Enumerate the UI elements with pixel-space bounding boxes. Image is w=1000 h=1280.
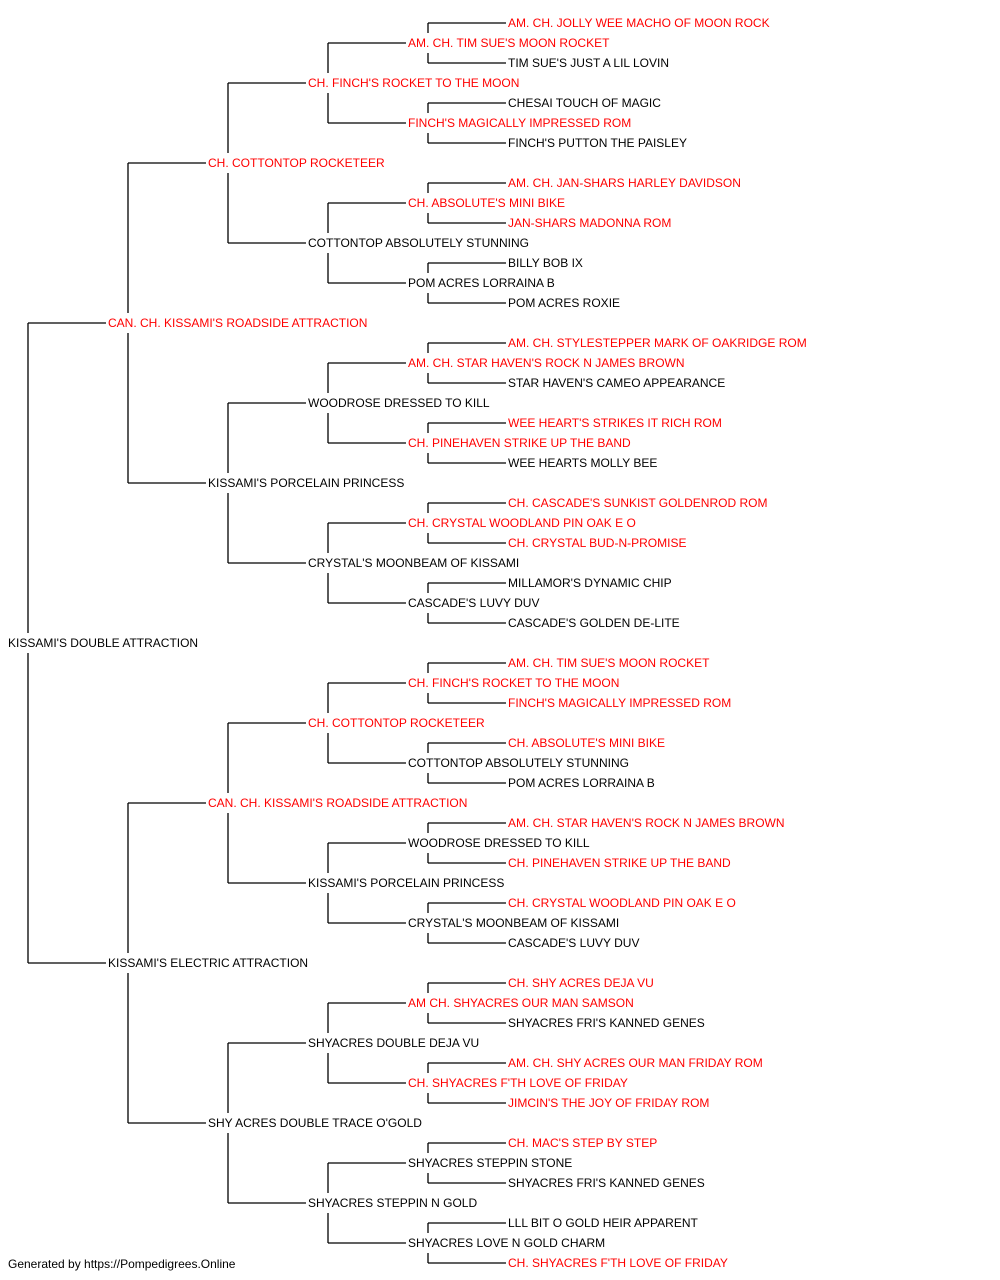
ancestor-name: CHESAI TOUCH OF MAGIC bbox=[508, 96, 661, 110]
champion-ancestor-name: CH. FINCH'S ROCKET TO THE MOON bbox=[408, 676, 619, 690]
ancestor-name: FINCH'S PUTTON THE PAISLEY bbox=[508, 136, 687, 150]
champion-ancestor-name: CH. CRYSTAL WOODLAND PIN OAK E O bbox=[508, 896, 736, 910]
champion-ancestor-name: AM. CH. STAR HAVEN'S ROCK N JAMES BROWN bbox=[508, 816, 785, 830]
ancestor-name: SHYACRES DOUBLE DEJA VU bbox=[308, 1036, 479, 1050]
ancestor-name: POM ACRES LORRAINA B bbox=[508, 776, 655, 790]
champion-ancestor-name: AM. CH. JOLLY WEE MACHO OF MOON ROCK bbox=[508, 16, 770, 30]
ancestor-name: COTTONTOP ABSOLUTELY STUNNING bbox=[308, 236, 529, 250]
champion-ancestor-name: CH. COTTONTOP ROCKETEER bbox=[208, 156, 385, 170]
ancestor-name: SHY ACRES DOUBLE TRACE O'GOLD bbox=[208, 1116, 422, 1130]
ancestor-name: WOODROSE DRESSED TO KILL bbox=[408, 836, 590, 850]
champion-ancestor-name: AM. CH. JAN-SHARS HARLEY DAVIDSON bbox=[508, 176, 741, 190]
champion-ancestor-name: CH. COTTONTOP ROCKETEER bbox=[308, 716, 485, 730]
ancestor-name: SHYACRES STEPPIN N GOLD bbox=[308, 1196, 477, 1210]
champion-ancestor-name: CAN. CH. KISSAMI'S ROADSIDE ATTRACTION bbox=[108, 316, 367, 330]
champion-ancestor-name: CAN. CH. KISSAMI'S ROADSIDE ATTRACTION bbox=[208, 796, 467, 810]
champion-ancestor-name: FINCH'S MAGICALLY IMPRESSED ROM bbox=[408, 116, 631, 130]
champion-ancestor-name: CH. ABSOLUTE'S MINI BIKE bbox=[408, 196, 565, 210]
champion-ancestor-name: WEE HEART'S STRIKES IT RICH ROM bbox=[508, 416, 722, 430]
champion-ancestor-name: CH. CRYSTAL BUD-N-PROMISE bbox=[508, 536, 686, 550]
footer-generated-by: Generated by https://Pompedigrees.Online bbox=[8, 1257, 236, 1271]
champion-ancestor-name: CH. SHYACRES F'TH LOVE OF FRIDAY bbox=[408, 1076, 628, 1090]
ancestor-name: WEE HEARTS MOLLY BEE bbox=[508, 456, 657, 470]
ancestor-name: KISSAMI'S PORCELAIN PRINCESS bbox=[308, 876, 504, 890]
champion-ancestor-name: CH. PINEHAVEN STRIKE UP THE BAND bbox=[408, 436, 631, 450]
champion-ancestor-name: JAN-SHARS MADONNA ROM bbox=[508, 216, 671, 230]
ancestor-name: POM ACRES ROXIE bbox=[508, 296, 620, 310]
ancestor-name: KISSAMI'S PORCELAIN PRINCESS bbox=[208, 476, 404, 490]
ancestor-name: SHYACRES FRI'S KANNED GENES bbox=[508, 1016, 705, 1030]
ancestor-name: LLL BIT O GOLD HEIR APPARENT bbox=[508, 1216, 699, 1230]
champion-ancestor-name: AM. CH. STAR HAVEN'S ROCK N JAMES BROWN bbox=[408, 356, 685, 370]
champion-ancestor-name: CH. SHY ACRES DEJA VU bbox=[508, 976, 654, 990]
champion-ancestor-name: CH. SHYACRES F'TH LOVE OF FRIDAY bbox=[508, 1256, 728, 1270]
champion-ancestor-name: AM. CH. TIM SUE'S MOON ROCKET bbox=[408, 36, 610, 50]
subject-dog-name: KISSAMI'S DOUBLE ATTRACTION bbox=[8, 636, 198, 650]
champion-ancestor-name: AM. CH. SHY ACRES OUR MAN FRIDAY ROM bbox=[508, 1056, 763, 1070]
ancestor-name: POM ACRES LORRAINA B bbox=[408, 276, 555, 290]
ancestor-name: SHYACRES FRI'S KANNED GENES bbox=[508, 1176, 705, 1190]
champion-ancestor-name: CH. MAC'S STEP BY STEP bbox=[508, 1136, 657, 1150]
ancestor-name: CASCADE'S GOLDEN DE-LITE bbox=[508, 616, 680, 630]
ancestor-name: SHYACRES STEPPIN STONE bbox=[408, 1156, 572, 1170]
ancestor-name: SHYACRES LOVE N GOLD CHARM bbox=[408, 1236, 605, 1250]
ancestor-name: CASCADE'S LUVY DUV bbox=[508, 936, 639, 950]
ancestor-name: MILLAMOR'S DYNAMIC CHIP bbox=[508, 576, 672, 590]
ancestor-name: TIM SUE'S JUST A LIL LOVIN bbox=[508, 56, 669, 70]
ancestor-name: CRYSTAL'S MOONBEAM OF KISSAMI bbox=[408, 916, 619, 930]
ancestor-name: BILLY BOB IX bbox=[508, 256, 583, 270]
ancestor-name: COTTONTOP ABSOLUTELY STUNNING bbox=[408, 756, 629, 770]
ancestor-name: STAR HAVEN'S CAMEO APPEARANCE bbox=[508, 376, 725, 390]
champion-ancestor-name: AM. CH. STYLESTEPPER MARK OF OAKRIDGE RO… bbox=[508, 336, 807, 350]
ancestor-name: WOODROSE DRESSED TO KILL bbox=[308, 396, 490, 410]
champion-ancestor-name: JIMCIN'S THE JOY OF FRIDAY ROM bbox=[508, 1096, 709, 1110]
champion-ancestor-name: FINCH'S MAGICALLY IMPRESSED ROM bbox=[508, 696, 731, 710]
champion-ancestor-name: AM CH. SHYACRES OUR MAN SAMSON bbox=[408, 996, 634, 1010]
ancestor-name: CASCADE'S LUVY DUV bbox=[408, 596, 539, 610]
champion-ancestor-name: CH. CRYSTAL WOODLAND PIN OAK E O bbox=[408, 516, 636, 530]
champion-ancestor-name: CH. CASCADE'S SUNKIST GOLDENROD ROM bbox=[508, 496, 767, 510]
ancestor-name: CRYSTAL'S MOONBEAM OF KISSAMI bbox=[308, 556, 519, 570]
ancestor-name: KISSAMI'S ELECTRIC ATTRACTION bbox=[108, 956, 308, 970]
champion-ancestor-name: CH. PINEHAVEN STRIKE UP THE BAND bbox=[508, 856, 731, 870]
champion-ancestor-name: CH. ABSOLUTE'S MINI BIKE bbox=[508, 736, 665, 750]
champion-ancestor-name: CH. FINCH'S ROCKET TO THE MOON bbox=[308, 76, 519, 90]
champion-ancestor-name: AM. CH. TIM SUE'S MOON ROCKET bbox=[508, 656, 710, 670]
